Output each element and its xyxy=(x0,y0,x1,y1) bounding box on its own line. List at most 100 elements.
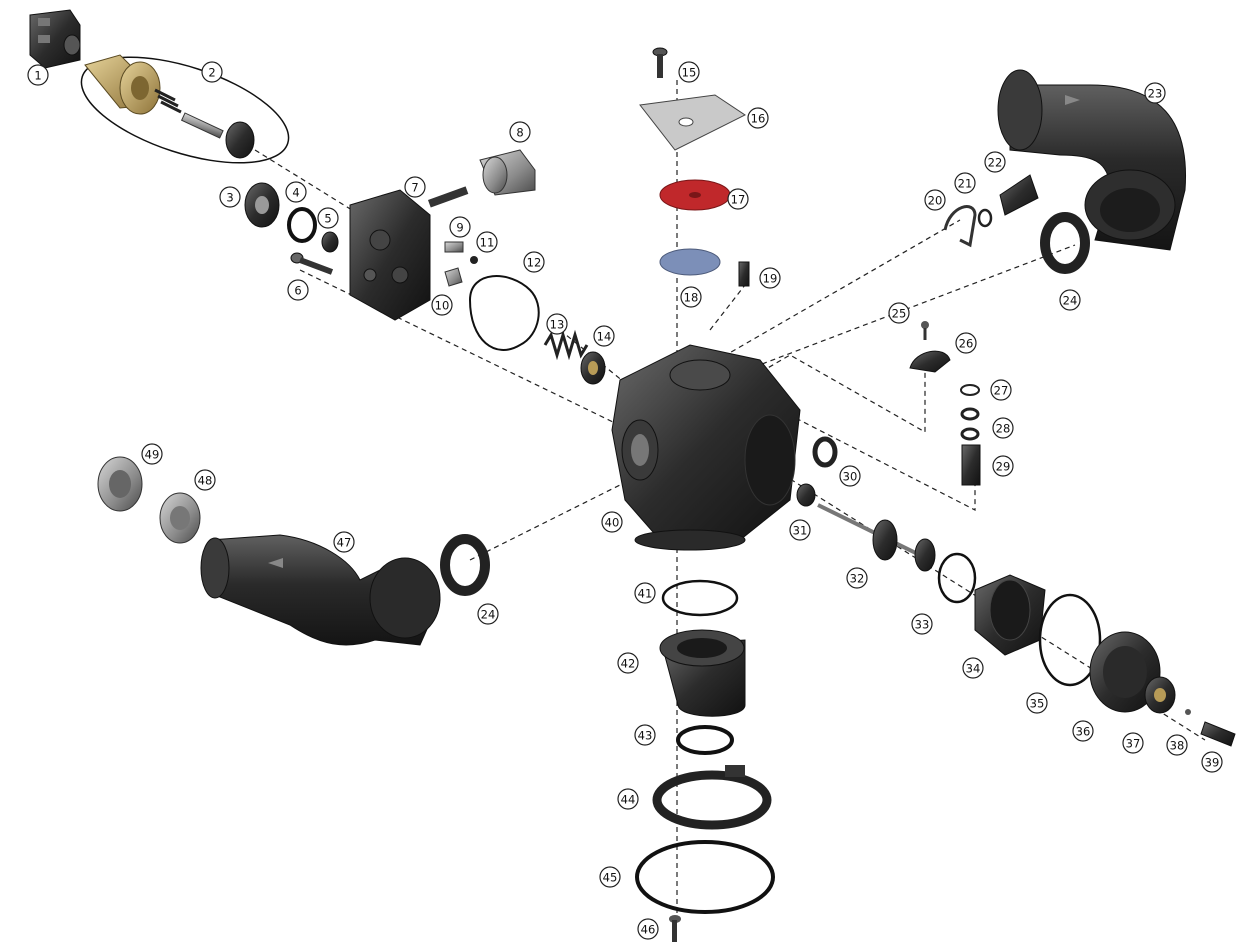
callout-circle xyxy=(593,325,615,347)
callout-18: 18 xyxy=(680,286,702,308)
callout-number: 42 xyxy=(621,657,636,671)
callout-number: 3 xyxy=(226,191,233,205)
callout-4: 4 xyxy=(285,181,307,203)
callout-number: 35 xyxy=(1030,697,1045,711)
end-cap xyxy=(1089,631,1161,713)
callout-number: 14 xyxy=(597,330,612,344)
callout-30: 30 xyxy=(839,465,861,487)
callout-circle xyxy=(201,61,223,83)
callout-20: 20 xyxy=(924,189,946,211)
callout-circle xyxy=(888,302,910,324)
callout-42: 42 xyxy=(617,652,639,674)
callout-number: 49 xyxy=(145,448,160,462)
elbow-pipe-icon xyxy=(997,69,1187,251)
o-ring-43 xyxy=(676,725,734,755)
callout-37: 37 xyxy=(1122,732,1144,754)
callout-38: 38 xyxy=(1166,734,1188,756)
callout-number: 28 xyxy=(996,422,1011,436)
callout-number: 1 xyxy=(34,69,41,83)
callout-34: 34 xyxy=(962,657,984,679)
callout-number: 20 xyxy=(928,194,943,208)
callout-circle xyxy=(992,417,1014,439)
callout-33: 33 xyxy=(911,613,933,635)
callout-circle xyxy=(911,613,933,635)
callout-number: 29 xyxy=(996,460,1011,474)
callout-14: 14 xyxy=(593,325,615,347)
callout-number: 27 xyxy=(994,384,1009,398)
callout-17: 17 xyxy=(727,188,749,210)
callout-7: 7 xyxy=(404,176,426,198)
o-ring-icon xyxy=(468,275,540,351)
callout-number: 2 xyxy=(208,66,215,80)
callout-circle xyxy=(317,207,339,229)
o-ring-35 xyxy=(1038,593,1102,687)
clip-and-plug xyxy=(943,174,1039,248)
injector-parts xyxy=(909,321,981,486)
adapter xyxy=(659,629,746,717)
callout-number: 47 xyxy=(337,536,352,550)
callout-circle xyxy=(617,652,639,674)
callout-number: 22 xyxy=(988,156,1003,170)
callout-number: 16 xyxy=(751,112,766,126)
callout-circle xyxy=(141,443,163,465)
callout-circle xyxy=(1144,82,1166,104)
callout-23: 23 xyxy=(1144,82,1166,104)
callout-5: 5 xyxy=(317,207,339,229)
callout-3: 3 xyxy=(219,186,241,208)
callout-number: 24 xyxy=(1063,294,1078,308)
cage xyxy=(974,574,1046,656)
callout-49: 49 xyxy=(141,443,163,465)
callout-circle xyxy=(431,294,453,316)
callout-number: 18 xyxy=(684,291,699,305)
callout-47: 47 xyxy=(333,531,355,553)
callout-10: 10 xyxy=(431,294,453,316)
callout-number: 24 xyxy=(481,608,496,622)
callout-36: 36 xyxy=(1072,720,1094,742)
callout-9: 9 xyxy=(449,216,471,238)
callout-number: 12 xyxy=(527,256,542,270)
callout-number: 25 xyxy=(892,307,907,321)
callout-number: 6 xyxy=(294,284,301,298)
callout-number: 44 xyxy=(621,793,636,807)
callout-number: 26 xyxy=(959,337,974,351)
callout-circle xyxy=(333,531,355,553)
callout-1: 1 xyxy=(27,64,49,86)
callout-circle xyxy=(924,189,946,211)
small-fittings xyxy=(444,241,478,287)
elbow-pipe-47 xyxy=(200,534,441,646)
callout-15: 15 xyxy=(678,61,700,83)
solenoid-icon xyxy=(29,9,81,69)
callout-circle xyxy=(990,379,1012,401)
callout-circle xyxy=(599,866,621,888)
callout-circle xyxy=(1166,734,1188,756)
callout-12: 12 xyxy=(523,251,545,273)
callout-number: 40 xyxy=(605,516,620,530)
callout-28: 28 xyxy=(992,417,1014,439)
callout-number: 15 xyxy=(682,66,697,80)
callout-circle xyxy=(477,603,499,625)
callout-circle xyxy=(1072,720,1094,742)
callout-number: 39 xyxy=(1205,756,1220,770)
callout-number: 11 xyxy=(480,236,495,250)
callout-number: 34 xyxy=(966,662,981,676)
callout-2: 2 xyxy=(201,61,223,83)
callout-number: 37 xyxy=(1126,737,1141,751)
callout-24: 24 xyxy=(477,603,499,625)
top-stack xyxy=(639,47,750,287)
screw-icon xyxy=(290,252,334,275)
piston-seals xyxy=(796,436,838,507)
callout-number: 5 xyxy=(324,212,331,226)
clamp-ring xyxy=(652,765,772,830)
callout-24: 24 xyxy=(1059,289,1081,311)
callout-number: 17 xyxy=(731,193,746,207)
callout-circle xyxy=(634,582,656,604)
callout-35: 35 xyxy=(1026,692,1048,714)
pilot-assembly xyxy=(80,54,290,164)
callout-8: 8 xyxy=(509,121,531,143)
callout-circle xyxy=(285,181,307,203)
o-ring-33 xyxy=(937,552,977,604)
callout-circle xyxy=(509,121,531,143)
callout-number: 9 xyxy=(456,221,463,235)
